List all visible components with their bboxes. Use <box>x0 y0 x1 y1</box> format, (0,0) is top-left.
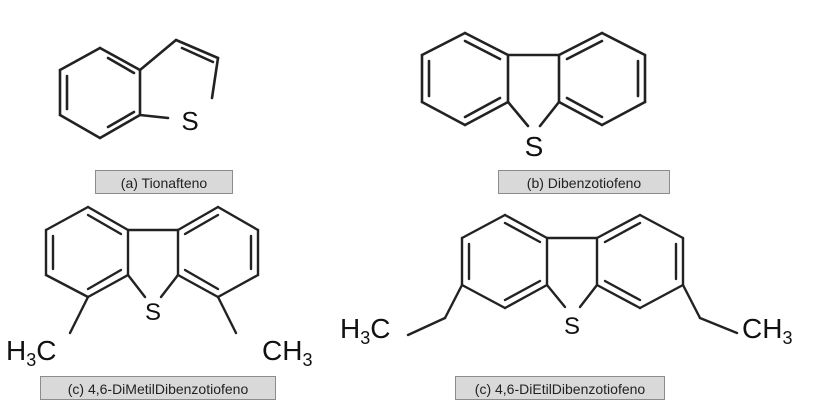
caption-dibenzotiofeno: (b) Dibenzotiofeno <box>498 170 670 194</box>
ethyl-label-left: H3C <box>340 313 390 348</box>
methyl-label-left: H3C <box>6 335 56 370</box>
atom-label-s: S <box>181 106 198 136</box>
atom-label-s: S <box>525 131 544 162</box>
structure-dimetildibenzotiofeno <box>44 205 260 335</box>
ethyl-label-right: CH3 <box>742 313 792 348</box>
structure-tionafteno <box>58 38 220 140</box>
structure-dietildibenzotiofeno <box>406 213 739 337</box>
atom-label-s: S <box>145 299 161 326</box>
atom-label-s: S <box>564 313 580 340</box>
caption-dietildibenzotiofeno: (c) 4,6-DiEtilDibenzotiofeno <box>455 376 665 400</box>
methyl-label-right: CH3 <box>262 335 312 370</box>
structure-dibenzotiofeno <box>420 31 647 128</box>
caption-tionafteno: (a) Tionafteno <box>95 170 233 194</box>
caption-dimetildibenzotiofeno: (c) 4,6-DiMetilDibenzotiofeno <box>40 376 276 400</box>
